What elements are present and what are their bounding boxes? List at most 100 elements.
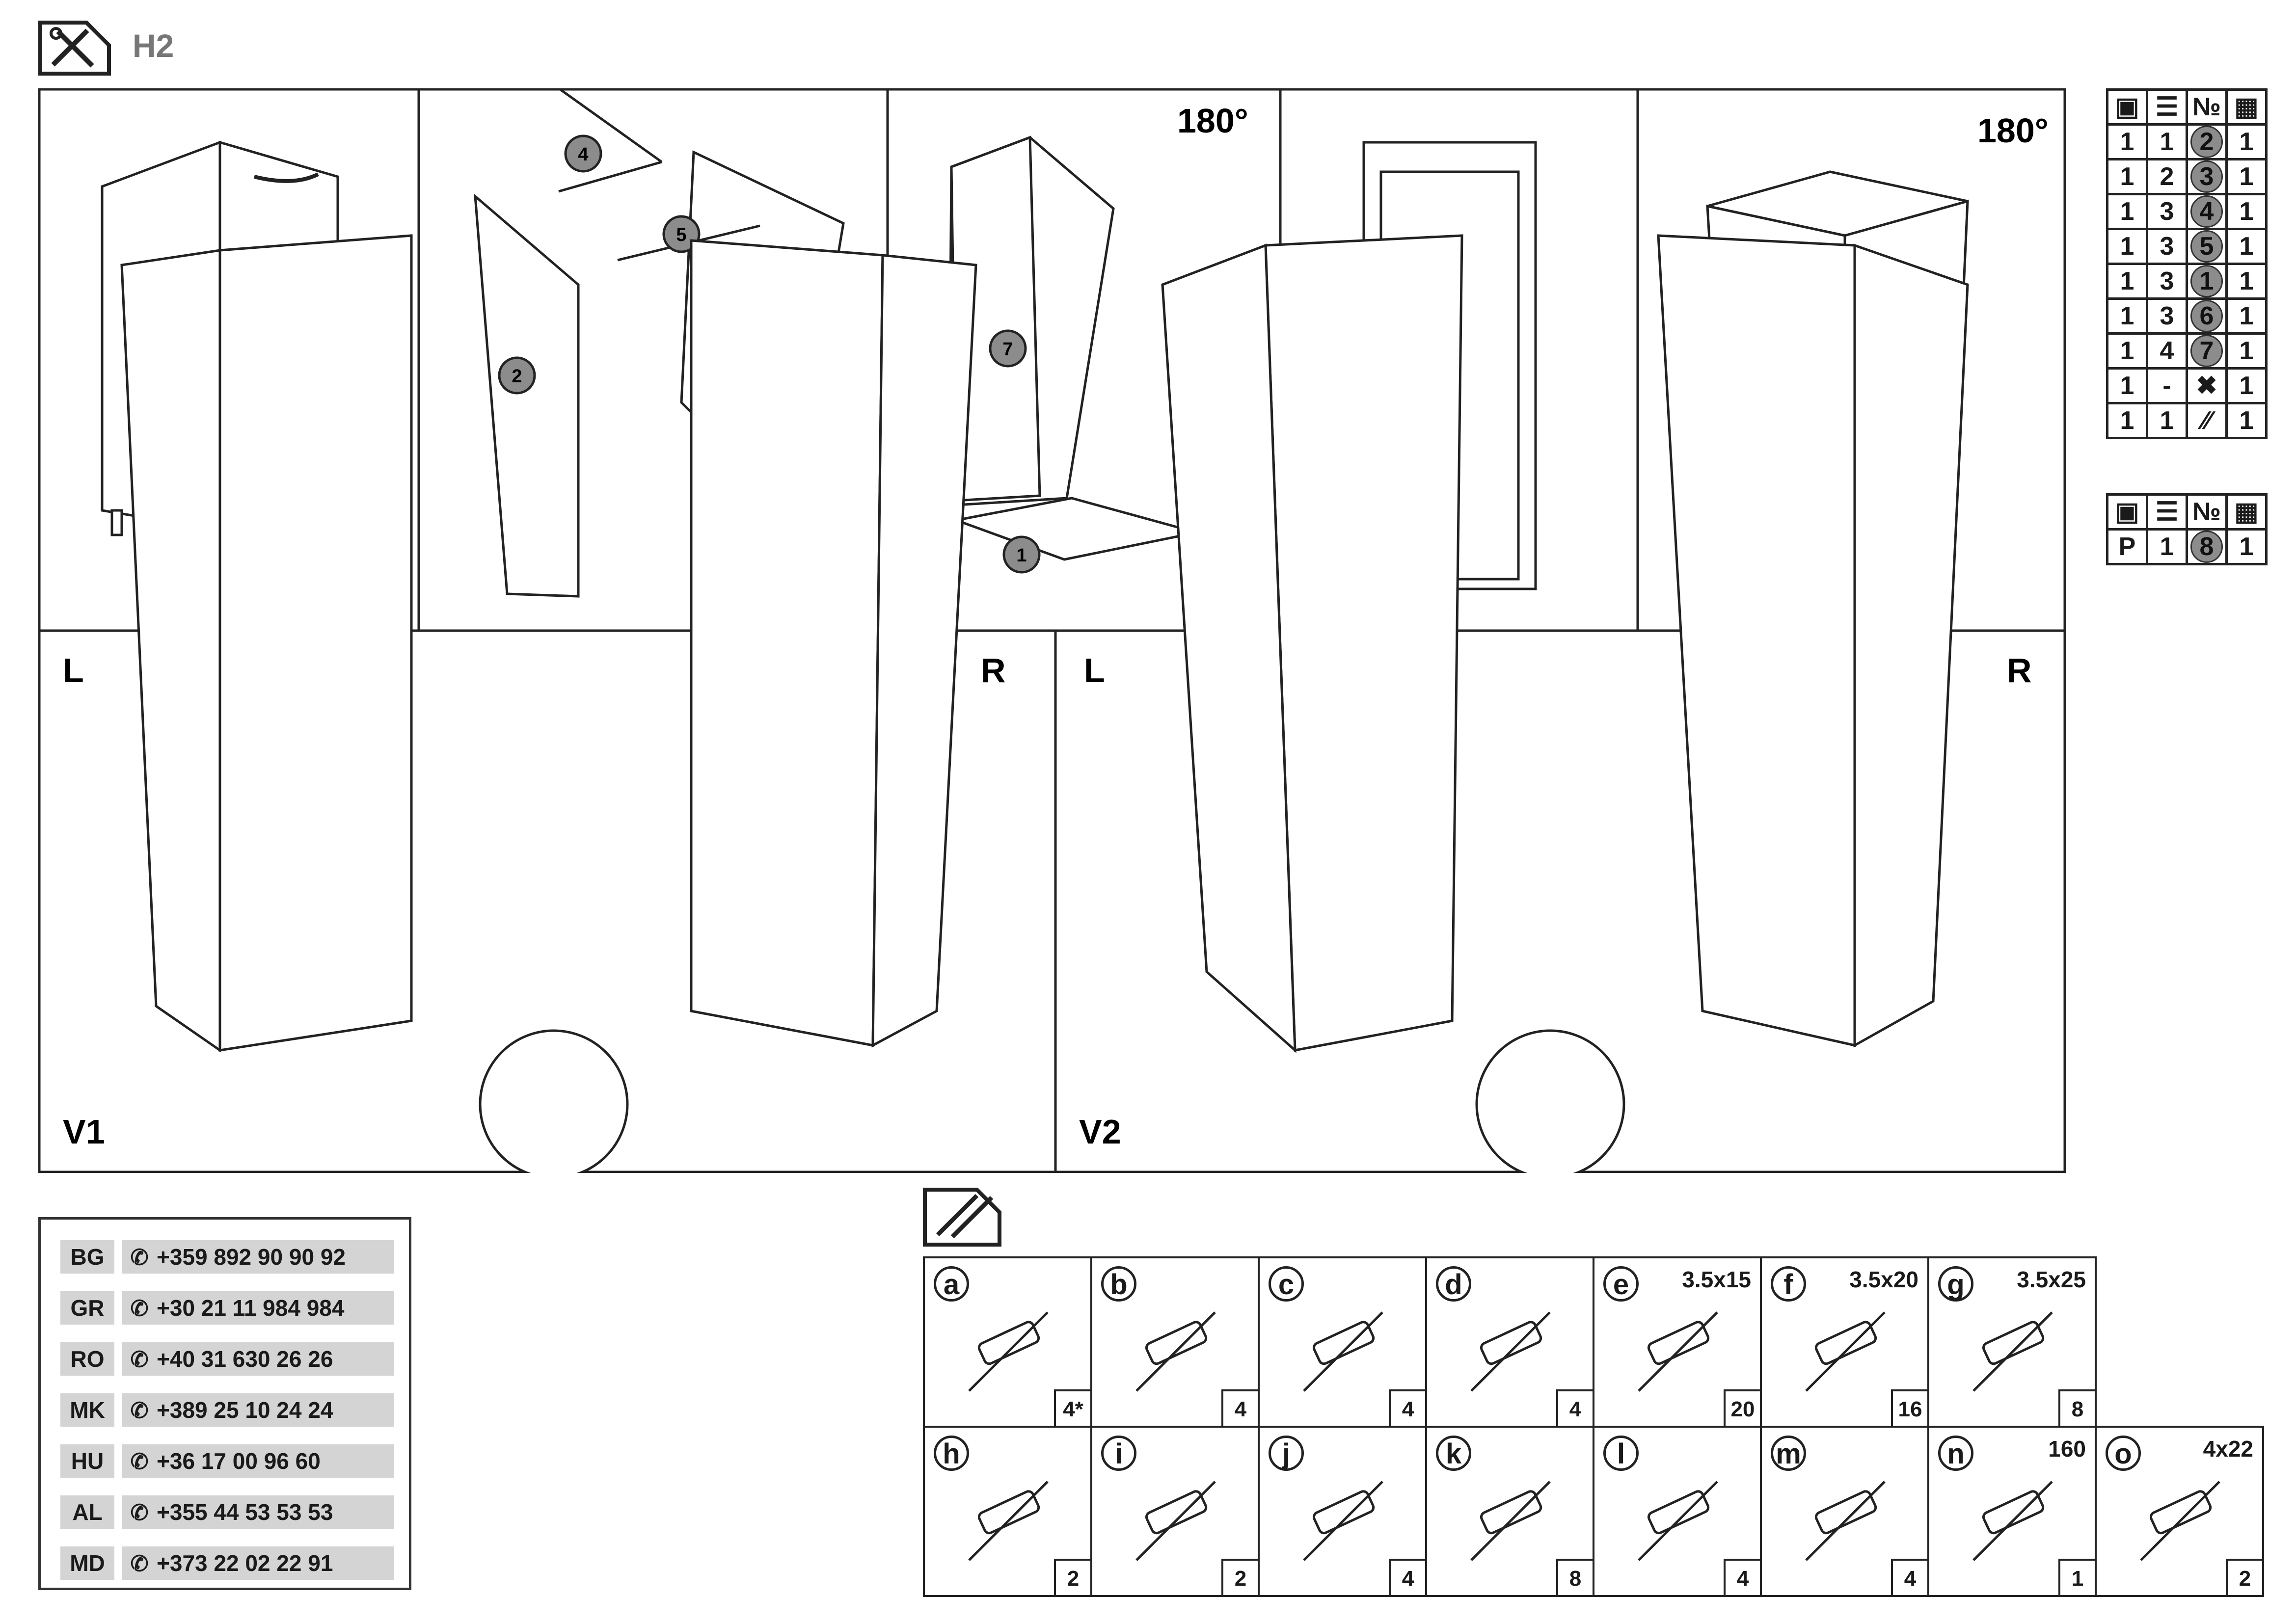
hardware-qty: 20 — [1724, 1389, 1760, 1426]
hardware-qty: 2 — [2226, 1559, 2262, 1595]
phone-icon: ✆ — [130, 1399, 149, 1423]
adjustable-leg-icon — [1638, 1481, 1718, 1561]
phone-icon: ✆ — [130, 1450, 149, 1474]
number-header: № — [2186, 88, 2228, 126]
hardware-letter: f — [1771, 1266, 1806, 1302]
corner-bracket-icon — [1470, 1481, 1551, 1561]
wood-dowel-icon — [1135, 1311, 1216, 1392]
phone-icon: ✆ — [130, 1501, 149, 1525]
v2-right-cabinet — [1657, 234, 1969, 1048]
leg-base-icon — [1805, 1481, 1886, 1561]
rotate-label-b: 180° — [1977, 111, 2049, 150]
hardware-letter: j — [1269, 1436, 1304, 1471]
phone-row: GR✆+30 21 11 984 984 — [60, 1291, 394, 1325]
hardware-qty: 8 — [1556, 1559, 1593, 1595]
hardware-letter: c — [1269, 1266, 1304, 1302]
hardware-item-f: f 3.5x20 16 — [1760, 1256, 1929, 1428]
hardware-qty: 1 — [2058, 1559, 2095, 1595]
hardware-size: 3.5x20 — [1849, 1267, 1918, 1292]
tools-icon: ✖ — [2186, 367, 2228, 404]
hardware-qty: 4 — [1389, 1559, 1425, 1595]
felt-pad-icon — [1303, 1481, 1383, 1561]
hardware-icon: ∕∕ — [2186, 402, 2228, 439]
box-icon: ▣ — [2106, 493, 2148, 531]
box-icon: ▣ — [2106, 88, 2148, 126]
hardware-letter: a — [934, 1266, 969, 1302]
v2-label: V2 — [1079, 1113, 1121, 1151]
hardware-icon — [923, 1188, 1001, 1247]
hardware-qty: 8 — [2058, 1389, 2095, 1426]
handle-bolt-icon — [2140, 1481, 2220, 1561]
hardware-letter: d — [1436, 1266, 1471, 1302]
screw-icon — [1805, 1311, 1886, 1392]
phone-row: MD✆+373 22 02 22 91 — [60, 1546, 394, 1580]
hardware-letter: k — [1436, 1436, 1471, 1471]
phone-icon: ✆ — [130, 1297, 149, 1321]
phone-icon: ✆ — [130, 1552, 149, 1576]
stack-icon: ☰ — [2146, 493, 2188, 531]
pallet-icon: ▦ — [2225, 493, 2268, 531]
v2-left-cabinet — [1161, 234, 1463, 1053]
hardware-qty: 2 — [1054, 1559, 1090, 1595]
pallet-icon: ▦ — [2225, 88, 2268, 126]
hardware-qty: 4* — [1054, 1389, 1090, 1426]
hardware-letter: b — [1101, 1266, 1136, 1302]
hardware-qty: 4 — [1221, 1389, 1258, 1426]
hardware-letter: l — [1603, 1436, 1639, 1471]
screw-icon — [1638, 1311, 1718, 1392]
hardware-letter: h — [934, 1436, 969, 1471]
v1-right-label: R — [981, 651, 1006, 690]
rotate-label-a: 180° — [1177, 102, 1248, 140]
table-row: 1-✖1 — [2106, 367, 2268, 404]
hardware-letter: i — [1101, 1436, 1136, 1471]
hardware-qty: 16 — [1891, 1389, 1927, 1426]
svg-text:2: 2 — [512, 366, 522, 387]
phone-row: RO✆+40 31 630 26 26 — [60, 1342, 394, 1376]
hardware-size: 3.5x15 — [1682, 1267, 1751, 1292]
cam-lock-icon — [968, 1311, 1049, 1392]
hinge-icon — [1135, 1481, 1216, 1561]
phone-row: BG✆+359 892 90 90 92 — [60, 1240, 394, 1274]
phone-icon: ✆ — [130, 1348, 149, 1372]
v1-hinge-detail — [479, 1029, 629, 1173]
hardware-letter: n — [1938, 1436, 1973, 1471]
hardware-item-n: n 160 1 — [1927, 1426, 2097, 1597]
v1-right-cabinet — [690, 239, 977, 1048]
stack-icon: ☰ — [2146, 88, 2188, 126]
step-back-panel — [947, 135, 1197, 561]
hardware-qty: 2 — [1221, 1559, 1258, 1595]
page-title: H2 — [133, 27, 174, 64]
hardware-qty: 4 — [1724, 1559, 1760, 1595]
phone-icon: ✆ — [130, 1246, 149, 1270]
svg-text:1: 1 — [1016, 545, 1026, 566]
phone-row: MK✆+389 25 10 24 24 — [60, 1393, 394, 1427]
hardware-letter: o — [2106, 1436, 2141, 1471]
assembly-steps: 4 5 2 3 7 1 180° 180° L R V1 — [38, 88, 2066, 1173]
hardware-qty: 4 — [1556, 1389, 1593, 1426]
v2-right-label: R — [2007, 651, 2032, 690]
hardware-size: 3.5x25 — [2017, 1267, 2086, 1292]
tools-icon — [38, 21, 111, 76]
v2-hinge-detail — [1475, 1029, 1625, 1173]
screw-icon — [1972, 1311, 2053, 1392]
hardware-size: 160 — [2048, 1436, 2086, 1462]
